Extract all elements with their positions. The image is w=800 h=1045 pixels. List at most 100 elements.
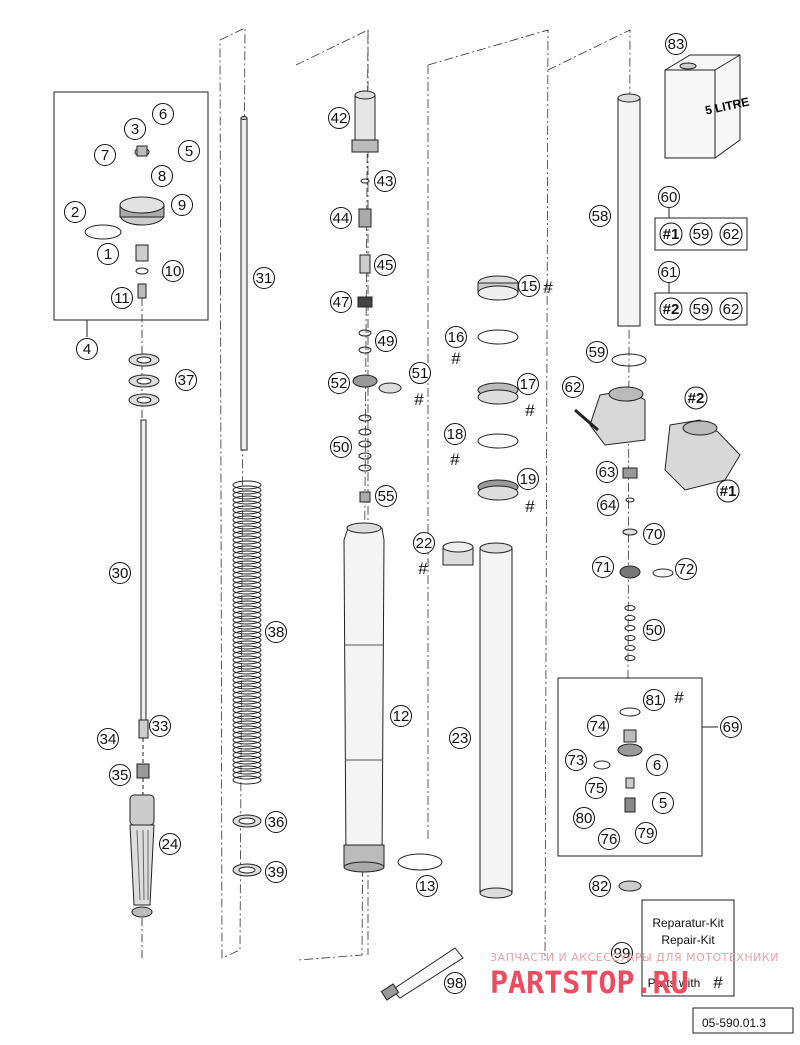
- callout-30: 30: [109, 562, 131, 584]
- bushing-column: [442, 275, 519, 899]
- callout-16: 16: [445, 326, 467, 348]
- callout-82: 82: [589, 875, 611, 897]
- damper-rod-30: [136, 419, 150, 795]
- callout-number: 35: [112, 767, 129, 784]
- callout-number: 45: [377, 257, 394, 274]
- callout-number: 36: [268, 814, 285, 831]
- callout-50: 50: [330, 436, 352, 458]
- callout-50-repeat: 50: [643, 619, 665, 641]
- kit-item-59: 59: [689, 222, 713, 246]
- watermark-big: PARTSTOP.RU: [490, 966, 689, 1001]
- watermark: ЗАПЧАСТИ И АКСЕССУАРЫ ДЛЯ МОТОТЕХНИКИ PA…: [490, 951, 778, 1001]
- repair-kit-hash: #: [713, 973, 723, 992]
- callout-number: 33: [152, 718, 169, 735]
- callout-number: 34: [100, 731, 117, 748]
- callout-number: 47: [333, 294, 350, 311]
- callout-1: 1: [97, 243, 119, 265]
- variant-label-hash1: #1: [716, 479, 740, 503]
- callout-number: 30: [112, 565, 129, 582]
- callout-number: 74: [590, 718, 607, 735]
- callout-number: 98: [447, 975, 464, 992]
- callout-number: 59: [589, 344, 606, 361]
- washers-37: [128, 353, 160, 407]
- hash-marks: ########: [414, 278, 684, 707]
- kit-box-60: [654, 217, 748, 251]
- callout-number: 19: [520, 471, 537, 488]
- callout-number: 50: [646, 622, 663, 639]
- callout-79: 79: [635, 822, 657, 844]
- callout-34: 34: [97, 728, 119, 750]
- oil-can-83: 5 LITRE: [664, 54, 750, 159]
- callout-47: 47: [330, 291, 352, 313]
- callout-number: 38: [268, 624, 285, 641]
- kit-item-59: 59: [689, 297, 713, 321]
- callout-13: 13: [416, 875, 438, 897]
- callout-number: 9: [178, 197, 186, 214]
- callout-number: 79: [638, 825, 655, 842]
- callout-number: 69: [723, 719, 740, 736]
- callout-number: 82: [592, 878, 609, 895]
- kit-box-61: [654, 292, 748, 326]
- callout-number: 52: [331, 375, 348, 392]
- valve-column: [343, 90, 443, 873]
- callout-number: 60: [661, 189, 678, 206]
- callout-11: 11: [111, 287, 133, 309]
- callout-number: 75: [588, 780, 605, 797]
- callout-number: 10: [165, 263, 182, 280]
- callout-44: 44: [330, 207, 352, 229]
- callout-number: 50: [333, 439, 350, 456]
- hash-mark: #: [525, 497, 535, 516]
- grease-tube-98: [380, 947, 464, 1001]
- callout-9: 9: [171, 194, 193, 216]
- callout-number: 2: [71, 204, 79, 221]
- callout-24: 24: [159, 833, 181, 855]
- axle-column: [557, 93, 741, 892]
- hash-mark: #: [418, 559, 428, 578]
- callout-76: 76: [598, 828, 620, 850]
- callout-51: 51: [409, 362, 431, 384]
- callout-number: 6: [159, 106, 167, 123]
- callout-49: 49: [375, 330, 397, 352]
- callout-59: 59: [586, 341, 608, 363]
- callout-70: 70: [643, 523, 665, 545]
- callout-81: 81: [643, 689, 665, 711]
- kit-item-hash2: #2: [659, 297, 683, 321]
- callout-7: 7: [94, 144, 116, 166]
- callout-number: 4: [83, 341, 91, 358]
- callout-22: 22: [413, 532, 435, 554]
- repair-kit-box: Reparatur-Kit Repair-Kit Parts with #: [641, 899, 735, 997]
- callout-number: 55: [378, 488, 395, 505]
- callout-99: 99: [611, 942, 633, 964]
- kit-item-62: 62: [719, 297, 743, 321]
- callout-number: 83: [668, 36, 685, 53]
- callout-number: 99: [614, 945, 631, 962]
- callout-number: 11: [114, 290, 130, 307]
- hash-mark: #: [525, 401, 535, 420]
- repair-kit-line3: Parts with: [648, 976, 701, 990]
- callout-37: 37: [175, 369, 197, 391]
- callout-number: 72: [678, 561, 695, 578]
- callout-58: 58: [589, 205, 611, 227]
- cartridge-24: [129, 794, 155, 960]
- kit-item-62: 62: [719, 222, 743, 246]
- callout-60: 60: [658, 186, 680, 208]
- callout-number: 44: [333, 210, 350, 227]
- callout-75: 75: [585, 777, 607, 799]
- callout-number: 51: [412, 365, 429, 382]
- callout-5: 5: [178, 140, 200, 162]
- callout-number: 76: [601, 831, 618, 848]
- variant-text: #2: [688, 390, 705, 407]
- document-number-box: [692, 1007, 794, 1034]
- callout-72: 72: [675, 558, 697, 580]
- variant-labels: #2 #1: [684, 386, 740, 503]
- callout-73: 73: [565, 749, 587, 771]
- callout-number: 81: [646, 692, 663, 709]
- callout-number: 71: [595, 559, 612, 576]
- variant-label-hash2: #2: [684, 386, 708, 410]
- callout-69: 69: [720, 716, 742, 738]
- callout-63: 63: [596, 461, 618, 483]
- callout-45: 45: [374, 254, 396, 276]
- callout-19: 19: [517, 468, 539, 490]
- callout-35: 35: [109, 764, 131, 786]
- callout-55: 55: [375, 485, 397, 507]
